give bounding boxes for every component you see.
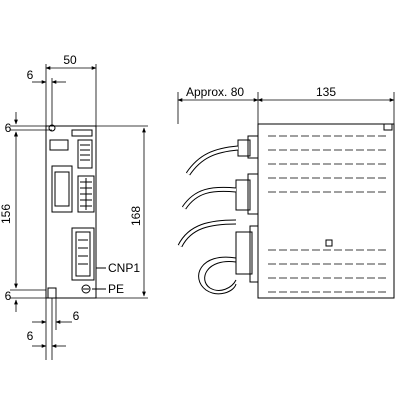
terminal-block [77,175,95,213]
side-plug-3 [235,231,253,275]
cnp1-label: CNP1 [108,261,140,275]
dim-offset-top-left: 6 [27,68,34,82]
front-dimensions [10,64,148,360]
side-connector-1 [247,135,259,159]
status-display [49,139,69,151]
pe-label: PE [108,282,124,296]
cnp1-connector [71,227,95,281]
cable-2-inner [182,187,237,209]
side-connector-3 [249,225,259,283]
dim-width-top: 50 [63,53,77,67]
side-view [177,123,395,299]
side-connector-2 [247,173,259,215]
pe-terminal [81,284,91,294]
cable-1-inner [186,146,239,175]
cable-3-inner [178,220,237,247]
top-terminal [71,129,93,137]
dim-offset-bottom-right: 6 [73,309,80,323]
dim-height-body: 156 [0,204,13,224]
front-body-outline [45,125,97,299]
cable-loop-2 [204,261,237,291]
main-connector-inner [54,171,70,207]
front-view [45,124,106,299]
side-fins [268,135,388,293]
mount-hole-bottom [47,287,57,299]
dim-depth: 135 [316,85,336,99]
dim-height-total: 168 [129,206,143,226]
cnp1-connector-inner [75,231,91,277]
main-connector [51,165,73,213]
dim-margin-bottom: 6 [5,289,12,303]
dim-offset-bottom-left: 6 [27,329,34,343]
side-top-tab [383,123,393,131]
side-dimensions [177,92,395,124]
dim-cable-clearance: Approx. 80 [186,85,244,99]
side-mark [325,239,333,247]
connector-cn1 [77,139,93,169]
dim-margin-top: 6 [5,121,12,135]
side-plug-2 [235,179,251,211]
cable-loop-1 [198,256,237,295]
